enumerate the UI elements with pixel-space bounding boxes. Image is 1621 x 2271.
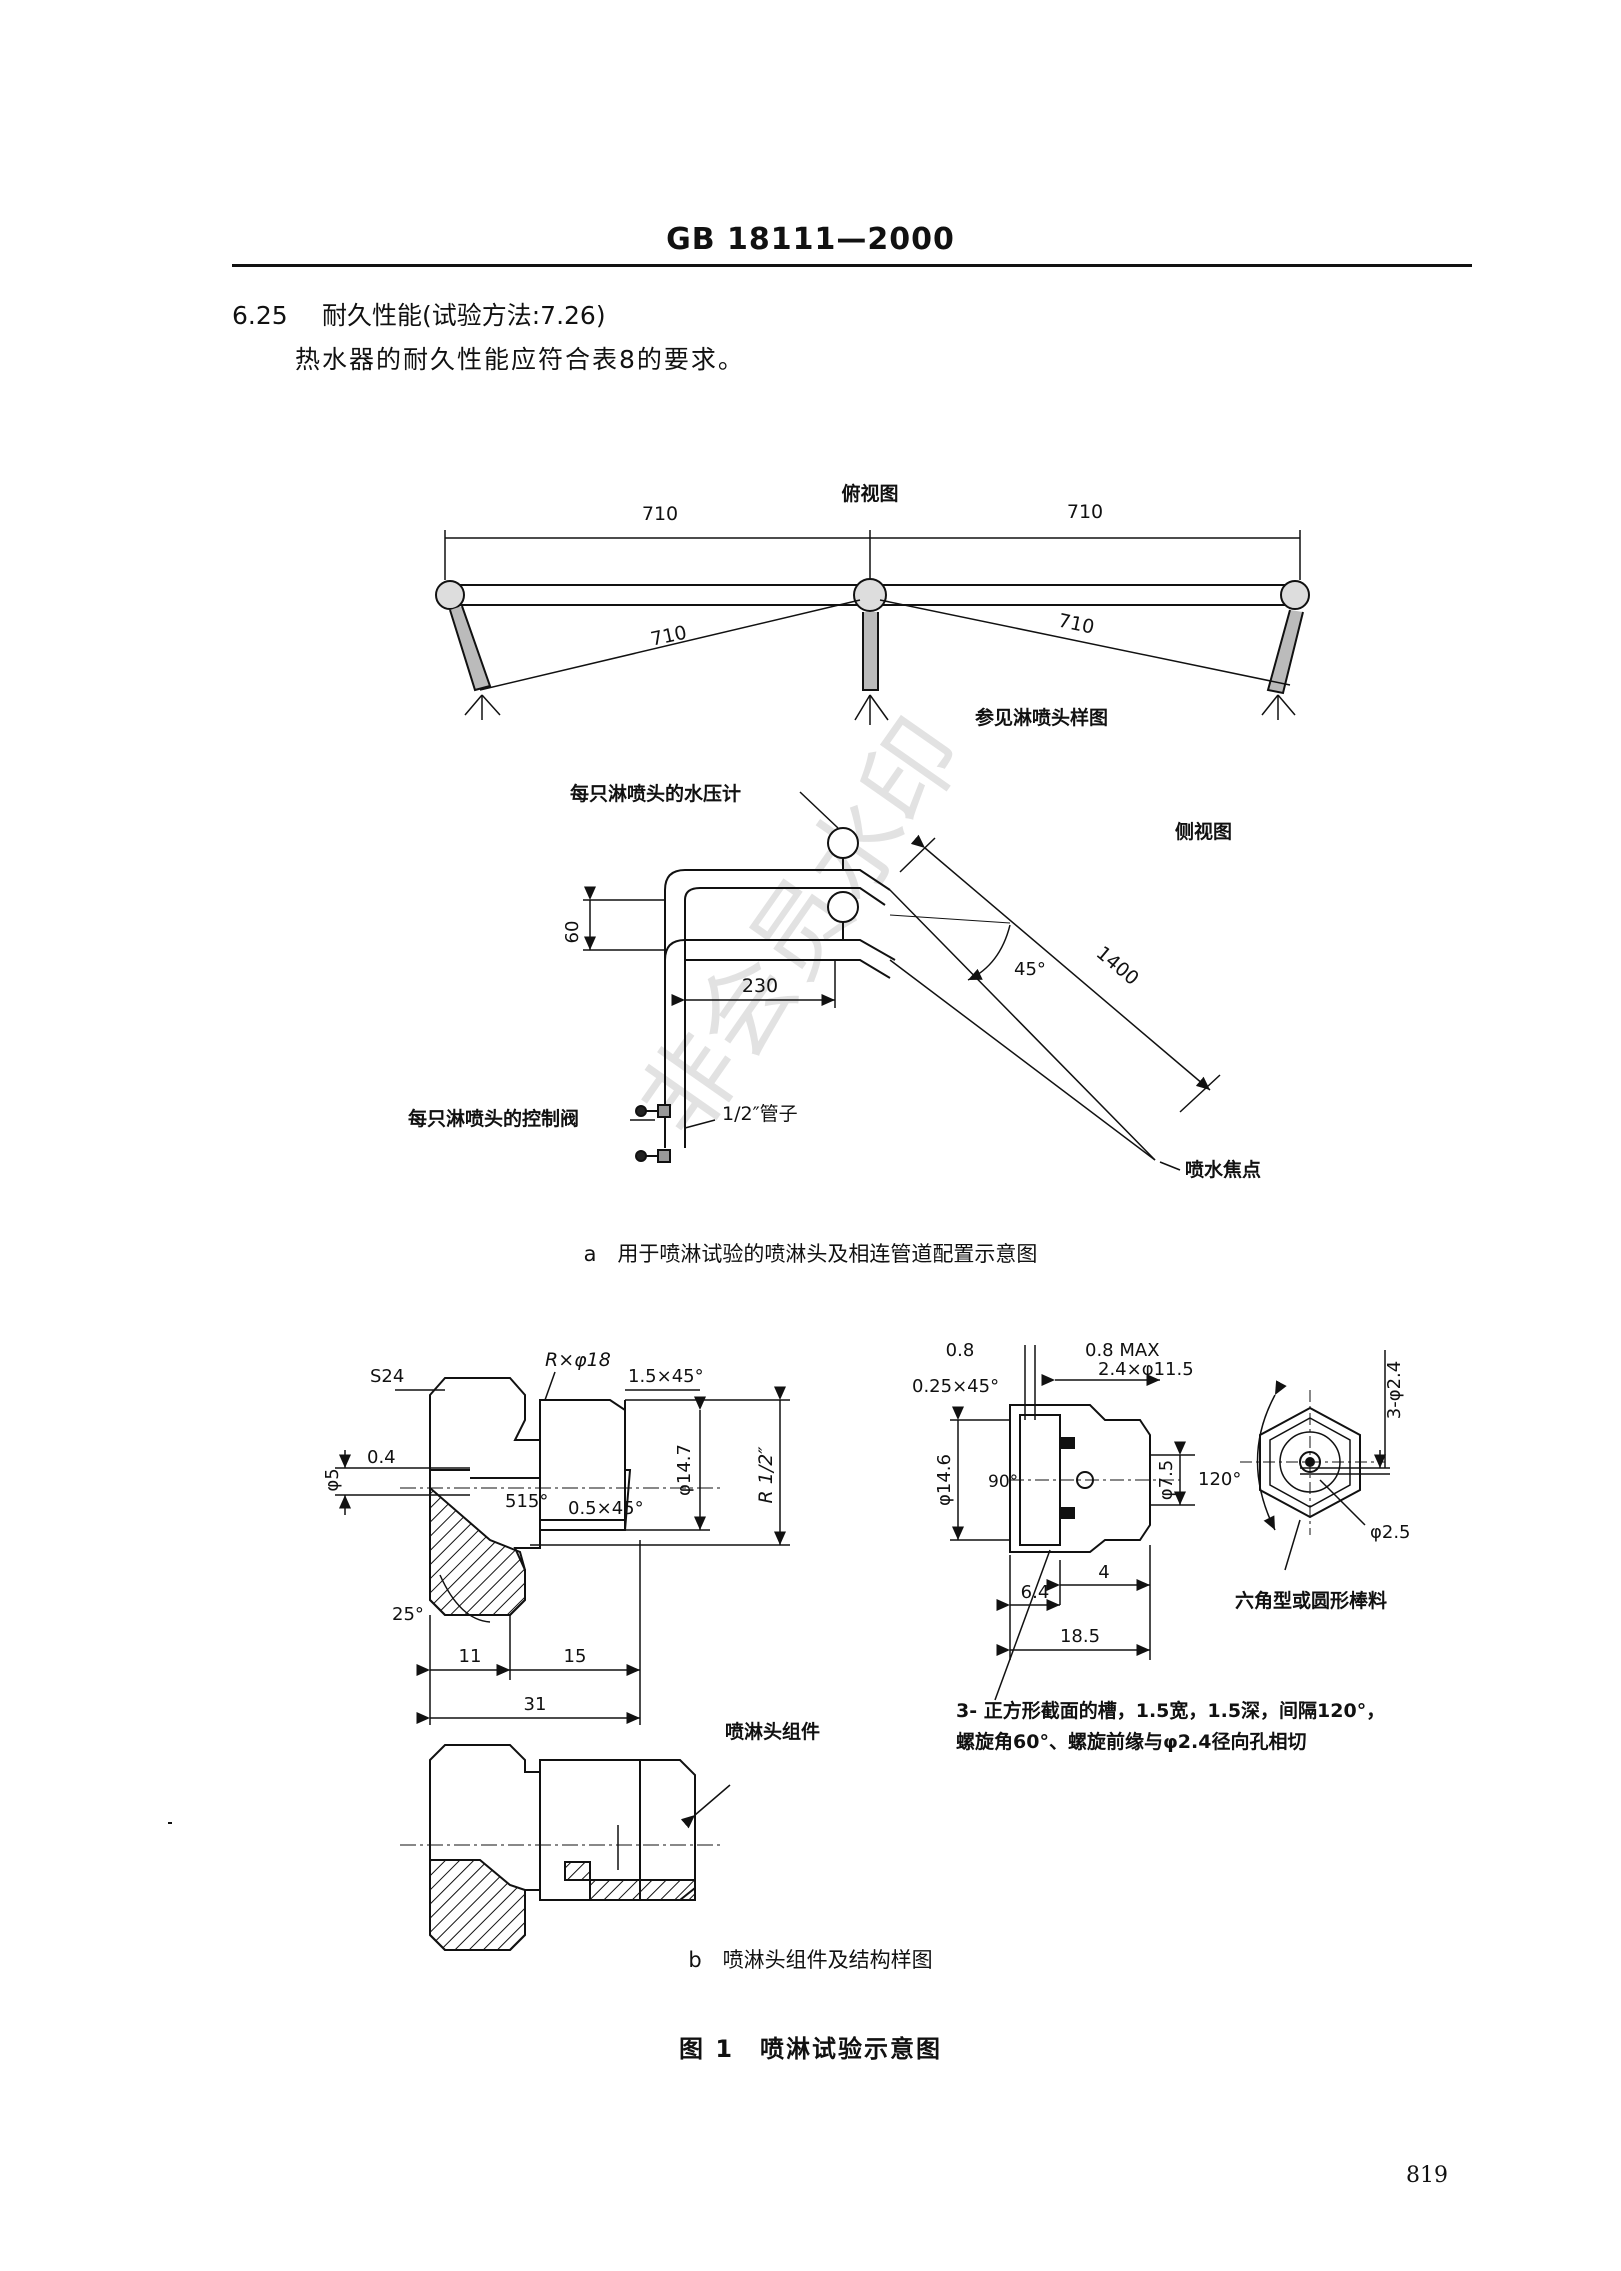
dim-1400: 1400 (1092, 942, 1143, 990)
nozzle-assembly (400, 1744, 731, 1951)
label-r-phi18: R×φ18 (545, 1349, 611, 1371)
label-phi146: φ14.6 (934, 1454, 955, 1506)
label-6-4: 6.4 (1021, 1582, 1050, 1603)
dim-710-left: 710 (642, 503, 678, 525)
figure-title: 图 1 喷淋试验示意图 (678, 2035, 943, 2063)
standard-header: GB 18111—2000 (666, 222, 955, 257)
pressure-gauge-label: 每只淋喷头的水压计 (570, 782, 741, 805)
groove-note-1: 3- 正方形截面的槽，1.5宽，1.5深，间隔120°， (956, 1699, 1385, 1722)
label-24x115: 2.4×φ11.5 (1098, 1359, 1194, 1380)
dim-230: 230 (742, 975, 778, 997)
label-phi5: φ5 (322, 1468, 343, 1491)
dim-710-diag-right: 710 (1056, 610, 1096, 639)
control-valve-label: 每只淋喷头的控制阀 (408, 1107, 579, 1130)
label-s24: S24 (370, 1366, 404, 1387)
insert-section (950, 1345, 1195, 1701)
label-r-half: R 1/2″ (755, 1447, 777, 1504)
label-chamfer-025: 0.25×45° (912, 1376, 999, 1397)
focal-point-label: 喷水焦点 (1185, 1158, 1261, 1181)
label-3-phi24: 3-φ2.4 (1384, 1361, 1405, 1419)
hex-label: 六角型或圆形棒料 (1235, 1589, 1387, 1612)
ref-note: 参见淋喷头样图 (975, 706, 1108, 729)
label-0-4: 0.4 (367, 1447, 396, 1468)
label-25: 25° (392, 1604, 424, 1625)
label-15: 15 (564, 1646, 587, 1667)
nozzle-section (335, 1371, 790, 1725)
label-18-5: 18.5 (1060, 1626, 1100, 1647)
dim-710-right: 710 (1067, 501, 1103, 523)
section-paragraph: 热水器的耐久性能应符合表8的要求。 (295, 345, 745, 374)
section-number: 6.25 (232, 301, 288, 330)
caption-b: b 喷淋头组件及结构样图 (688, 1948, 933, 1972)
label-11: 11 (459, 1646, 482, 1667)
label-0-8: 0.8 (946, 1340, 975, 1361)
assembly-label: 喷淋头组件 (725, 1720, 820, 1743)
top-view (435, 530, 1310, 725)
label-31: 31 (524, 1694, 547, 1715)
label-4: 4 (1098, 1562, 1109, 1583)
dim-60: 60 (562, 921, 583, 944)
page-number: 819 (1406, 2163, 1448, 2188)
label-chamfer-15: 1.5×45° (628, 1366, 704, 1387)
groove-note-2: 螺旋角60°、螺旋前缘与φ2.4径向孔相切 (956, 1730, 1306, 1753)
dim-710-diag-left: 710 (649, 622, 689, 651)
hex-end-view (1240, 1350, 1390, 1571)
label-angle-120: 120° (1198, 1469, 1241, 1490)
label-515: 515° (505, 1491, 548, 1512)
side-view (583, 791, 1221, 1171)
side-view-label: 侧视图 (1175, 820, 1232, 843)
section-heading: 6.25 耐久性能(试验方法:7.26) (232, 296, 606, 332)
pipe-label: 1/2″管子 (722, 1103, 798, 1125)
label-phi147: φ14.7 (674, 1444, 695, 1496)
top-view-label: 俯视图 (841, 482, 898, 505)
caption-a: a 用于喷淋试验的喷淋头及相连管道配置示意图 (583, 1242, 1038, 1266)
angle-45: 45° (1014, 959, 1046, 980)
header-rule (232, 264, 1472, 267)
label-phi25: φ2.5 (1370, 1522, 1411, 1543)
label-0-8-max: 0.8 MAX (1085, 1340, 1160, 1361)
label-chamfer-05: 0.5×45° (568, 1498, 644, 1519)
section-title: 耐久性能(试验方法:7.26) (322, 301, 606, 330)
label-angle-90: 90° (988, 1472, 1018, 1492)
label-phi75: φ7.5 (1156, 1460, 1177, 1501)
